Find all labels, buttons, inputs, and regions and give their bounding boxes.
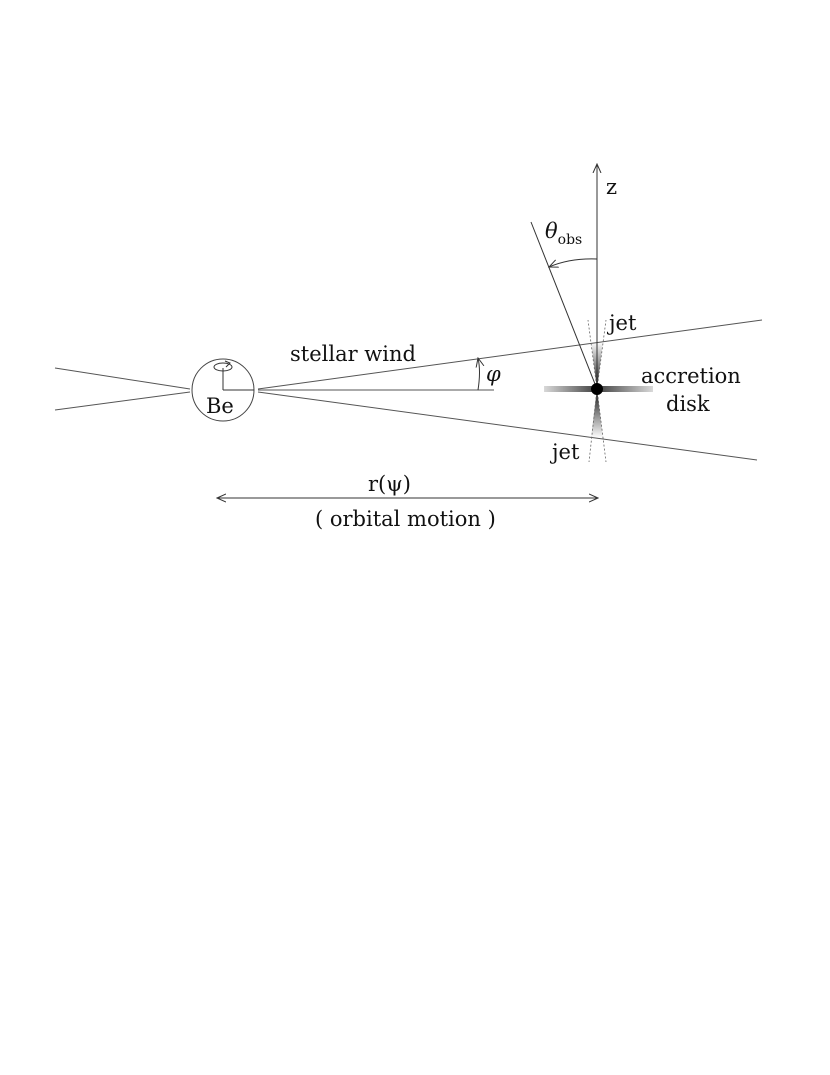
jet-bottom-shape — [591, 389, 603, 438]
jet-bottom-label: jet — [549, 440, 580, 464]
observer-line — [530, 221, 598, 390]
orbital-motion-label: ( orbital motion ) — [315, 507, 496, 531]
compact-object — [591, 383, 603, 395]
jet-bottom-outline-right — [596, 388, 607, 463]
jet-top-outline-left — [587, 319, 598, 390]
accretion-disk-label-line1: accretion — [641, 364, 741, 388]
star-label: Be — [206, 394, 234, 418]
rotation-arrowhead-icon — [224, 360, 231, 368]
z-axis-label: z — [606, 175, 617, 199]
jet-bottom-outline-left — [588, 388, 598, 463]
wind-cone-upper-line — [257, 319, 763, 390]
stellar-wind-label: stellar wind — [290, 342, 416, 366]
wind-cone-lower-line — [257, 391, 758, 461]
rotation-icon — [213, 362, 233, 372]
theta-obs-arc — [549, 258, 598, 267]
accretion-disk-right — [597, 386, 653, 392]
jet-top-outline-right — [596, 319, 607, 390]
phi-label: φ — [486, 362, 501, 386]
separation-label: r(ψ) — [368, 472, 411, 496]
phi-angle-arc — [478, 358, 480, 391]
accretion-disk-left — [544, 386, 597, 392]
accretion-disk-label-line2: disk — [666, 392, 710, 416]
theta-symbol: θ — [545, 219, 558, 243]
theta-obs-label: θobs — [545, 219, 582, 248]
jet-top-label: jet — [606, 311, 637, 335]
left-cone-lower-line — [54, 391, 191, 411]
left-cone-upper-line — [54, 367, 191, 390]
theta-subscript: obs — [558, 232, 583, 248]
